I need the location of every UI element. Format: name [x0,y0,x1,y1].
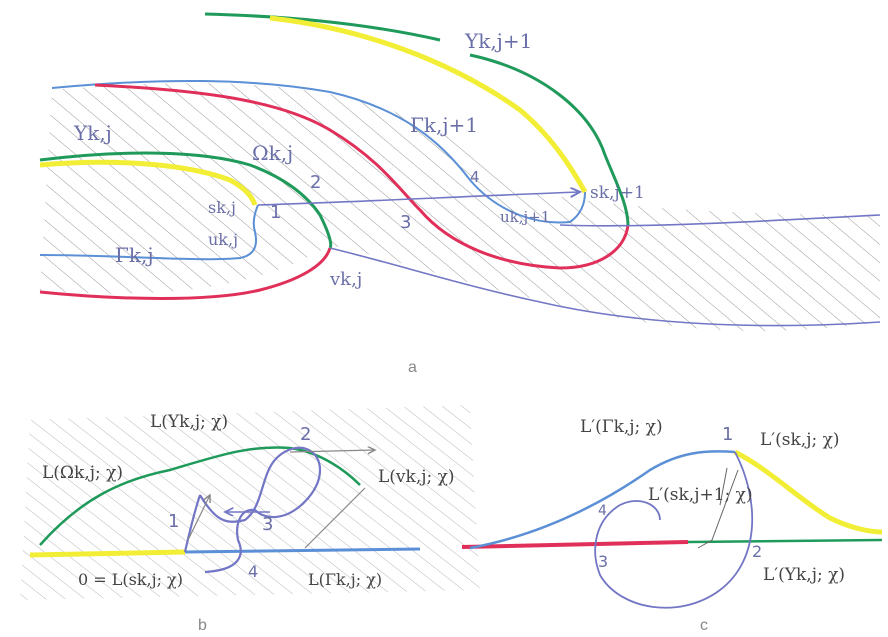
label-Lp-s1: L′(sk,j+1; χ) [648,485,753,505]
label-u-kj1: uk,j+1 [500,208,550,226]
marker-2: 2 [310,172,321,193]
band-upper-blue [51,79,586,224]
arrow-b-up [187,495,210,541]
label-v-kj: vk,j [329,269,362,290]
baseline-yellow [29,549,186,558]
b-marker-2: 2 [300,424,311,445]
upsilon-kj-curve-green [39,151,333,249]
label-Lp-s: L′(sk,j; χ) [760,430,840,450]
b-marker-3: 3 [262,514,273,535]
panel-c: L′(Γk,j; χ) L′(sk,j; χ) L′(sk,j+1; χ) L′… [461,417,883,634]
label-upsilon-kj1: Υk,j+1 [464,29,532,53]
label-omega-kj: Ωk,j [252,141,293,165]
red-curve-upper [94,83,630,270]
panel-a: Υk,j+1 Γk,j+1 Υk,j Ωk,j sk,j uk,j Γk,j v… [39,12,881,376]
curve-Lp-gamma [469,450,736,550]
upsilon-kj1-curve-yellow [269,15,588,194]
arrow-b-right [289,450,375,452]
segment-green [687,538,883,544]
label-upsilon-kj: Υk,j [73,121,112,145]
c-marker-3: 3 [598,552,608,571]
band-lower-purple [329,247,881,327]
upsilon-kj1-curve-green-tail [469,53,630,226]
c-marker-1: 1 [722,424,733,445]
marker-4: 4 [470,168,480,186]
b-marker-4: 4 [248,562,258,581]
label-s-kj1: sk,j+1 [590,183,645,203]
segment-red [461,540,689,549]
label-gamma-kj1: Γk,j+1 [410,113,478,137]
gamma-kj-curve [39,204,259,261]
label-gamma-kj: Γk,j [115,243,154,267]
marker-1: 1 [270,202,281,223]
red-curve-lower [39,247,332,300]
baseline-blue [184,547,421,554]
label-L-gamma: L(Γk,j; χ) [308,570,382,589]
curve-purple-loop-c [594,451,754,609]
arrow-s-to-s1 [257,192,580,206]
band-mid-purple [559,214,881,227]
label-zero-L-s: 0 = L(sk,j; χ) [78,570,183,589]
label-L-omega: L(Ωk,j; χ) [42,463,123,483]
panel-caption-a: a [408,359,417,376]
hatched-region [40,83,880,331]
pointer-c1 [697,467,739,549]
marker-3: 3 [400,212,411,233]
label-u-kj: uk,j [208,230,238,249]
label-L-v: L(vk,j; χ) [378,467,455,487]
label-Lp-upsilon: L′(Υk,j; χ) [763,565,845,585]
panel-caption-c: c [700,617,708,634]
label-Lp-gamma: L′(Γk,j; χ) [580,417,663,437]
upsilon-kj-curve-yellow [39,159,258,206]
c-marker-2: 2 [752,542,762,561]
c-marker-4: 4 [598,503,607,519]
panel-b: L(Υk,j; χ) L(Ωk,j; χ) L(vk,j; χ) 0 = L(s… [20,405,480,634]
label-L-upsilon: L(Υk,j; χ) [150,412,228,432]
curve-Lp-s-yellow [733,449,883,535]
panel-caption-b: b [198,617,207,634]
b-marker-1: 1 [168,511,179,532]
curve-L-upsilon [39,446,361,546]
label-s-kj: sk,j [208,198,236,217]
upsilon-kj1-curve-green [204,12,441,42]
line-b-diag [304,487,366,549]
